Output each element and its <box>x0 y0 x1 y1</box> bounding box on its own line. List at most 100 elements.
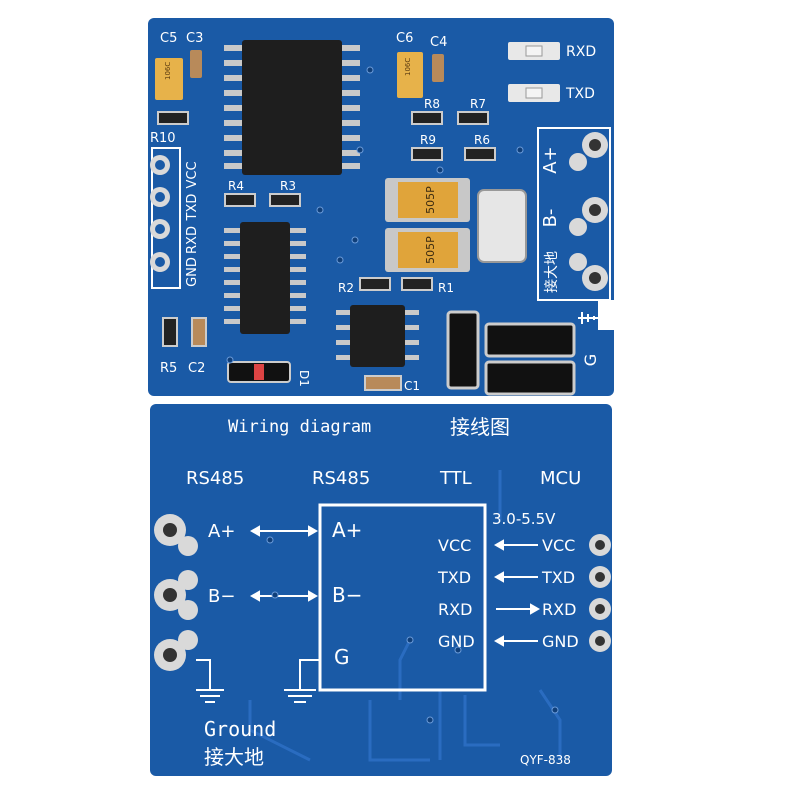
diode-vertical <box>446 310 480 390</box>
header-pin-hole <box>155 160 165 170</box>
module-box <box>318 503 487 692</box>
second-ic-chip <box>224 222 306 334</box>
right-arrows <box>493 539 541 647</box>
resistor-r8 <box>411 111 443 125</box>
label-d1: D1 <box>297 370 311 387</box>
transceiver-ic-chip <box>336 305 419 367</box>
main-ic-chip <box>224 40 360 175</box>
right-terminal-outline <box>537 127 611 301</box>
mcu-txd: TXD <box>541 568 575 587</box>
main-ic-pins-right <box>342 45 360 169</box>
capacitor-c4 <box>432 54 444 82</box>
voltage-range: 3.0-5.5V <box>492 510 556 528</box>
top-board: 106C 106C 505P <box>148 18 618 396</box>
label-c1: C1 <box>404 379 420 393</box>
header-ttl: TTL <box>439 468 472 489</box>
header-rs485-left: RS485 <box>186 468 244 489</box>
second-ic-body <box>240 222 290 334</box>
main-ic-body <box>242 40 342 175</box>
label-r8: R8 <box>424 97 440 111</box>
label-r2: R2 <box>338 281 354 295</box>
ground-symbol-box <box>284 659 320 703</box>
vias-bottom <box>266 536 559 724</box>
bottom-left-pads <box>154 514 198 671</box>
resistor-r2 <box>359 277 391 291</box>
tantalum-capacitor-c6 <box>397 52 423 98</box>
header-rs485-right: RS485 <box>312 468 370 489</box>
label-vcc: VCC <box>185 161 200 188</box>
resistor-r3 <box>269 193 301 207</box>
tantalum-mark-right: 106C <box>404 58 412 76</box>
ground-label: Ground <box>204 717 276 741</box>
resistor-r6 <box>464 147 496 161</box>
ground-label-cn: 接大地 <box>204 745 264 769</box>
terminal-pad <box>569 253 587 271</box>
box-label-g: G <box>334 645 350 669</box>
terminal-pad <box>569 153 587 171</box>
resistor-r10 <box>157 111 189 125</box>
label-rxd-side: RXD <box>185 226 200 254</box>
box-label-b: B− <box>332 583 362 607</box>
tvs-component <box>477 189 527 263</box>
diagram-title-cn: 接线图 <box>450 415 510 439</box>
label-r5: R5 <box>160 361 177 376</box>
label-ground-cn-top: 接大地 <box>543 251 560 293</box>
mark-505p-top: 505P <box>424 186 437 214</box>
label-txd-side: TXD <box>185 194 200 222</box>
terminal-hole <box>589 272 601 284</box>
diagram-title: Wiring diagram <box>228 417 371 437</box>
pcb-traces <box>248 470 562 762</box>
label-r10: R10 <box>150 131 176 146</box>
left-header-pins <box>150 155 170 272</box>
label-r7: R7 <box>470 97 486 111</box>
diode-horizontal-top <box>484 322 576 358</box>
resistor-r7 <box>457 111 489 125</box>
capacitor-c1 <box>364 375 402 391</box>
mcu-vcc: VCC <box>542 536 575 555</box>
label-c3: C3 <box>186 31 203 46</box>
ttl-vcc: VCC <box>438 536 471 555</box>
ttl-gnd: GND <box>438 632 475 651</box>
terminal-hole <box>589 139 601 151</box>
label-c4: C4 <box>430 35 447 50</box>
terminal-hole <box>589 204 601 216</box>
resistor-r4 <box>224 193 256 207</box>
capacitor-c2 <box>191 317 207 347</box>
resistor-r1 <box>401 277 433 291</box>
capacitor-c3 <box>190 50 202 78</box>
header-pin-hole <box>155 192 165 202</box>
label-c2: C2 <box>188 361 205 376</box>
label-r3: R3 <box>280 179 296 193</box>
vias <box>226 66 524 364</box>
terminal-pad <box>569 218 587 236</box>
tantalum-mark-left: 106C <box>164 62 172 80</box>
second-ic-pins <box>224 228 306 324</box>
bottom-right-pads <box>589 534 611 652</box>
resistor-r9 <box>411 147 443 161</box>
label-c5: C5 <box>160 31 177 46</box>
label-r6: R6 <box>474 133 490 147</box>
bottom-pcb-substrate <box>150 404 612 776</box>
ground-symbol-left <box>196 659 224 703</box>
left-arrows <box>249 525 319 602</box>
model-number: QYF-838 <box>520 753 571 767</box>
left-header-outline <box>151 147 181 289</box>
label-r9: R9 <box>420 133 436 147</box>
mark-505p-bottom: 505P <box>424 236 437 264</box>
main-ic-pins-left <box>224 45 242 169</box>
mcu-gnd: GND <box>542 632 579 651</box>
bottom-board: Wiring diagram 接线图 RS485 RS485 TTL MCU 3… <box>150 404 612 776</box>
resistors <box>157 111 496 391</box>
label-rxd-led: RXD <box>566 44 596 60</box>
diode-horizontal-bottom <box>484 360 576 396</box>
mcu-rxd: RXD <box>542 600 576 619</box>
right-terminal-pads <box>569 132 608 291</box>
ttl-txd: TXD <box>437 568 471 587</box>
resistor-r5 <box>162 317 178 347</box>
box-label-a: A+ <box>332 518 362 542</box>
label-g-top: G <box>581 354 600 366</box>
label-gnd-side: GND <box>185 257 200 287</box>
label-c6: C6 <box>396 31 413 46</box>
label-r1: R1 <box>438 281 454 295</box>
